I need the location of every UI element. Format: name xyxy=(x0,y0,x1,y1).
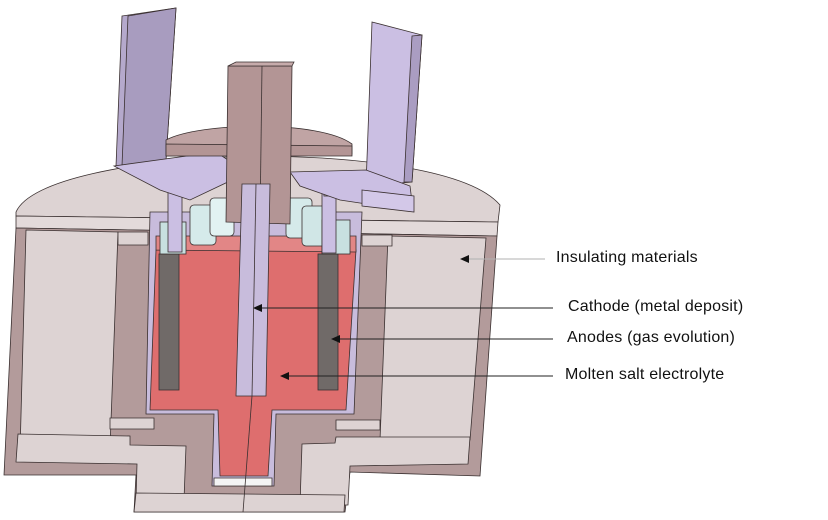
cathode-rod xyxy=(235,183,271,397)
cathode-rod-seam xyxy=(251,183,257,397)
insulation-ledge-left xyxy=(109,417,155,430)
label-insulating-materials: Insulating materials xyxy=(556,249,698,266)
anode-right xyxy=(317,253,339,391)
insulation-ledge-top-right xyxy=(361,234,393,247)
insulation-left-panel xyxy=(19,229,119,453)
bracket-right-upright-edge xyxy=(403,34,423,183)
bolt-right xyxy=(321,192,337,254)
arrow-insulating xyxy=(460,255,469,263)
bolt-left xyxy=(167,189,183,253)
center-axis xyxy=(242,395,253,513)
arrow-cathode xyxy=(253,304,262,312)
cathode-block-top xyxy=(227,61,295,67)
label-anodes: Anodes (gas evolution) xyxy=(567,329,736,346)
arrow-anodes xyxy=(331,335,340,343)
insulation-bottom-center xyxy=(133,492,346,513)
crucible-bottom-white xyxy=(213,477,273,487)
leader-lines xyxy=(253,255,553,380)
arrow-electrolyte xyxy=(280,372,289,380)
insulation-ledge-right xyxy=(335,419,381,431)
anode-brackets xyxy=(112,7,423,213)
insulation-ledge-top-left xyxy=(117,231,149,246)
anode-left xyxy=(158,253,180,391)
label-electrolyte: Molten salt electrolyte xyxy=(565,366,725,383)
bracket-right-tab xyxy=(361,189,415,213)
insulation-right-panel xyxy=(379,235,487,441)
label-cathode: Cathode (metal deposit) xyxy=(568,298,744,315)
